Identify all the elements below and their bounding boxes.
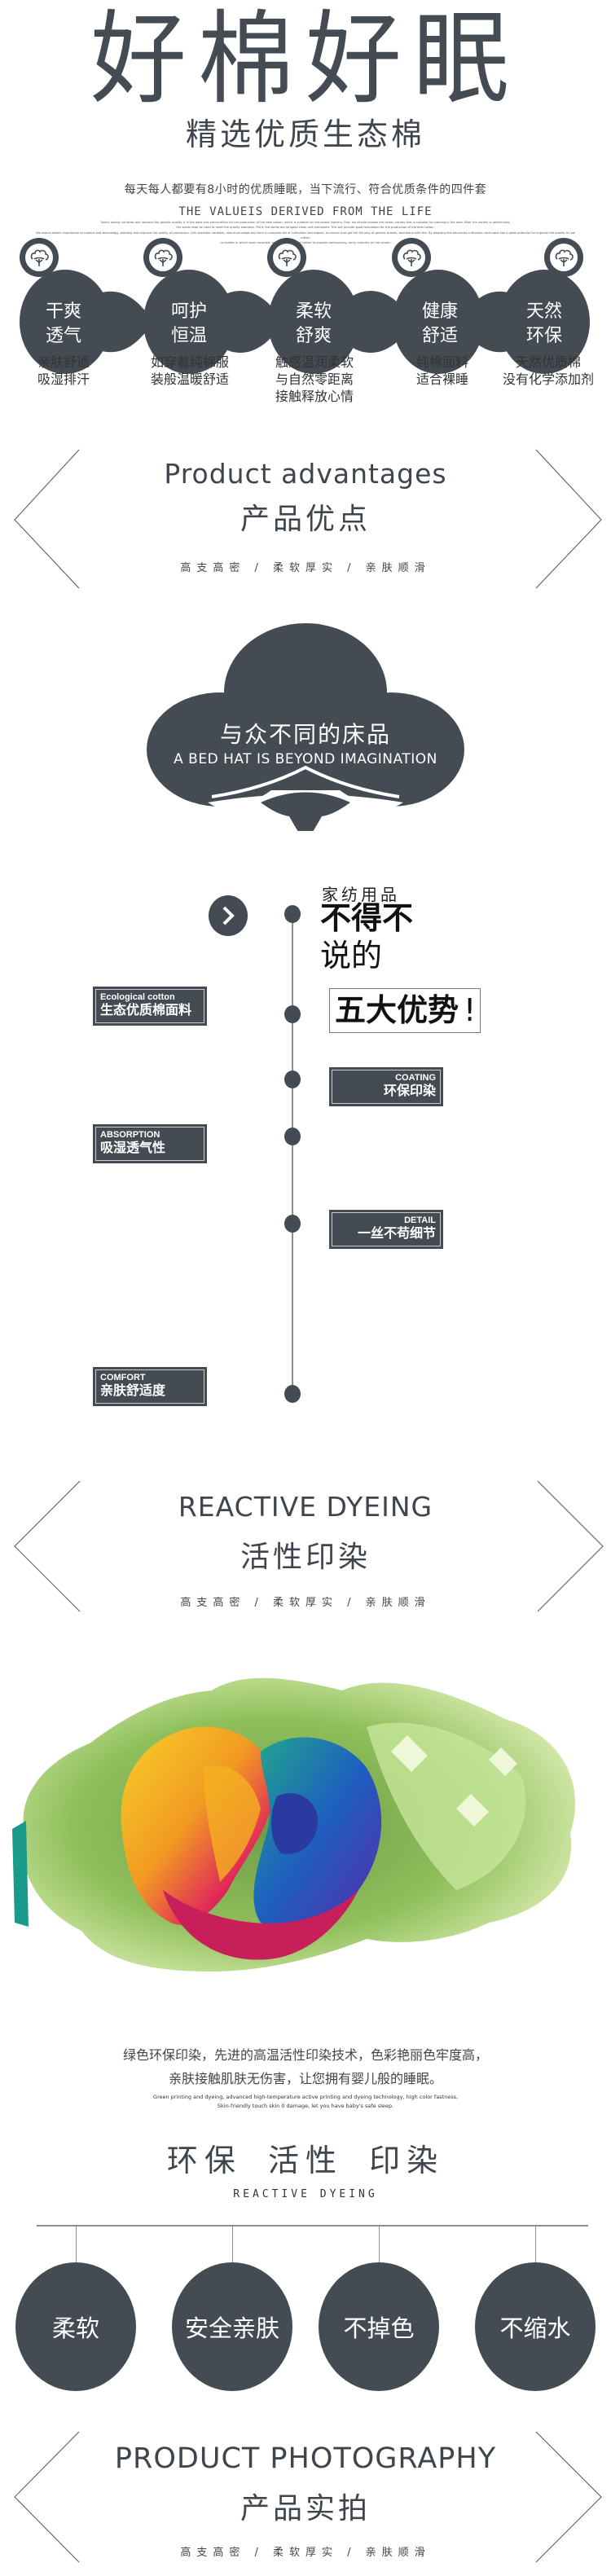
- hero-fine-print-2: We should attach importance to science a…: [0, 231, 611, 245]
- section-tagline: 高支高密 / 柔软厚实 / 亲肤顺滑: [180, 1597, 431, 1609]
- bubble-string: [232, 2225, 233, 2280]
- feature-blob: [393, 270, 484, 374]
- section-frame-arrows: [14, 449, 602, 589]
- feature-label: 干爽透气: [45, 301, 81, 346]
- dyeing-description-en: Green printing and dyeing, advanced high…: [152, 2094, 459, 2109]
- feature-desc: 纯棉面料适合裸睡: [415, 354, 468, 387]
- feature-blob: [20, 270, 111, 374]
- next-button[interactable]: [209, 895, 248, 936]
- section-tagline: 高支高密 / 柔软厚实 / 亲肤顺滑: [180, 562, 431, 574]
- cloud-title-en: A BED HAT IS BEYOND IMAGINATION: [174, 751, 437, 767]
- bubble-rail: [37, 2225, 588, 2227]
- feature-desc: 天然优质棉没有化学添加剂: [502, 354, 594, 387]
- left-chevron-line: [14, 449, 80, 589]
- section-title-en: Product advantages: [164, 458, 447, 490]
- section-title-cn: 产品优点: [240, 503, 371, 536]
- rose-petals-cool: [253, 1737, 382, 1928]
- hero-subtitle: 精选优质生态棉: [185, 116, 425, 152]
- feature-blob: [143, 270, 235, 374]
- feature-label: 柔软舒爽: [295, 301, 332, 346]
- right-chevron-line: [537, 1480, 604, 1612]
- left-chevron-line: [14, 1480, 81, 1612]
- feature-desc: 亲肤舒适吸湿排汗: [37, 354, 90, 387]
- feature-label: 天然环保: [525, 301, 562, 346]
- fine-print-line: Select quality varieties and improve the…: [100, 221, 511, 224]
- cotton-icon: [392, 238, 431, 277]
- bubble-string: [76, 2225, 77, 2280]
- timeline-kicker: 家纺用品: [322, 885, 400, 904]
- cloud-shape: [147, 623, 464, 831]
- timeline-dot: [284, 905, 301, 923]
- section-title-cn: 产品实拍: [240, 2492, 371, 2525]
- hero-title: 好棉好眠: [90, 0, 521, 118]
- highlight-text: 五大优势: [335, 992, 459, 1028]
- timeline-headline: 说的: [320, 938, 383, 974]
- section-frame-arrows: [14, 1480, 604, 1612]
- cloud-title-cn: 与众不同的床品: [219, 721, 391, 748]
- hero-fine-print: Select quality varieties and improve the…: [0, 220, 611, 230]
- highlight-mark: !: [464, 992, 477, 1028]
- right-chevron-line: [535, 449, 602, 589]
- eco-subtitle-en: REACTIVE DYEING: [233, 2188, 378, 2200]
- feature-desc: 触感温润柔软与自然零距离接触释放心情: [275, 354, 354, 404]
- fine-print-line: no matter in which been recorded, on the…: [220, 241, 391, 244]
- rainbow-rose-image: [12, 1677, 576, 1972]
- bubble-string: [535, 2225, 536, 2280]
- cotton-icon: [267, 238, 306, 277]
- bubble-string: [379, 2225, 380, 2280]
- chevron-right-icon: [222, 906, 235, 925]
- section-title-en: REACTIVE DYEING: [178, 1491, 433, 1523]
- hero-description: 每天每人都要有8小时的优质睡眠，当下流行、符合优质条件的四件套: [124, 183, 487, 196]
- section-title-en: PRODUCT PHOTOGRAPHY: [114, 2442, 497, 2475]
- left-chevron-line: [14, 2431, 80, 2563]
- feature-desc: 如穿着纯棉服装般温暖舒适: [150, 354, 229, 387]
- timeline-dot: [284, 1128, 301, 1145]
- cotton-icon: [20, 238, 59, 277]
- bubble-no-shrink: 不缩水: [475, 2262, 596, 2391]
- feature-blob: [268, 270, 359, 374]
- timeline-dot: [284, 1215, 301, 1233]
- section-title-cn: 活性印染: [240, 1541, 371, 1574]
- bubble-no-fade: 不掉色: [319, 2262, 439, 2391]
- bubble-safe-skin: 安全亲肤: [172, 2262, 292, 2391]
- feature-blob: [499, 270, 590, 374]
- fine-print-line: the seeds shall be used to meet the qual…: [176, 226, 435, 229]
- timeline-dot: [284, 1070, 301, 1088]
- right-chevron-line: [535, 2431, 602, 2563]
- timeline-headline-bold: 不得不: [320, 900, 414, 936]
- timeline-dot: [284, 1005, 301, 1023]
- bubble-soft: 柔软: [15, 2262, 136, 2391]
- feature-label: 呵护恒温: [170, 301, 207, 346]
- feature-blob-chain: [20, 270, 590, 374]
- timeline-axis: [292, 914, 293, 1401]
- section-frame-arrows: [14, 2431, 602, 2563]
- fine-print-line: We should attach importance to science a…: [36, 231, 575, 240]
- highlight-box: 五大优势!: [329, 988, 481, 1033]
- section-tagline: 高支高密 / 柔软厚实 / 亲肤顺滑: [180, 2547, 431, 2559]
- dyeing-description-cn: 绿色环保印染，先进的高温活性印染技术，色彩艳丽色牢度高，亲肤接触肌肤无伤害，让您…: [122, 2047, 488, 2086]
- feature-label: 健康舒适: [421, 301, 458, 346]
- cotton-icon: [544, 238, 583, 277]
- eco-title: 环保 活性 印染: [166, 2143, 445, 2178]
- cotton-icon: [143, 238, 182, 277]
- hero-english-tagline: THE VALUEIS DERIVED FROM THE LIFE: [178, 205, 433, 218]
- timeline-dot: [284, 1385, 301, 1403]
